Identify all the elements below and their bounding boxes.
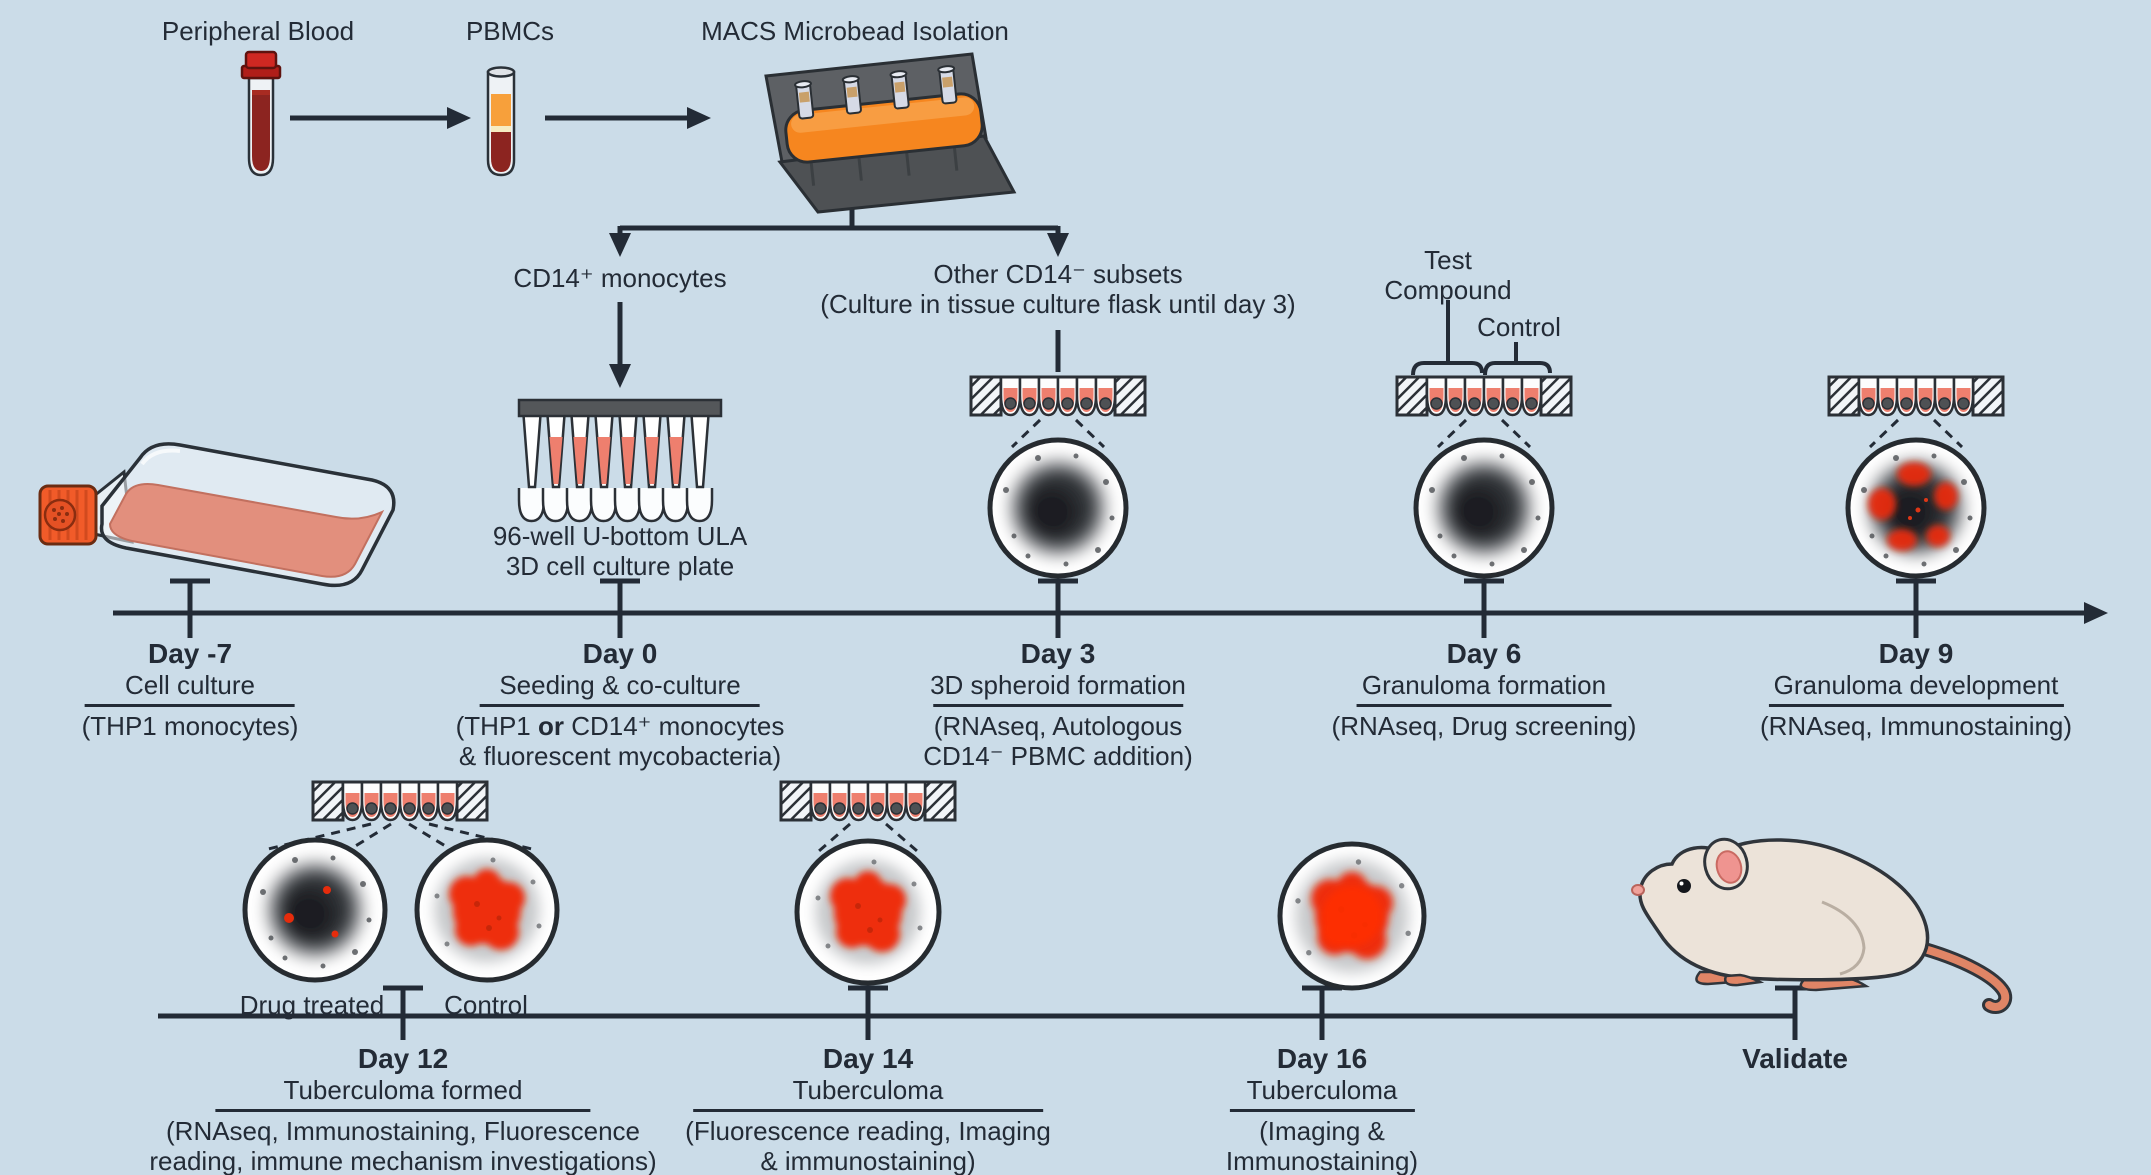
event-detail-line1: (Fluorescence reading, Imaging	[685, 1116, 1051, 1146]
event-detail-line1: (RNAseq, Autologous	[933, 711, 1183, 741]
event-title: Seeding & co-culture	[499, 670, 741, 700]
event-title: 3D spheroid formation	[930, 670, 1186, 700]
control-label-bottom: Control	[444, 990, 528, 1020]
timeline-event-day-12: Day 12 Tuberculoma formed (RNAseq, Immun…	[149, 1042, 656, 1175]
well-strip-icon	[313, 782, 487, 820]
cd14-negative-line1: Other CD14⁻ subsets	[933, 259, 1183, 289]
event-title: Tuberculoma formed	[283, 1075, 523, 1105]
event-title: Granuloma formation	[1361, 670, 1607, 700]
event-detail-line1: (THP1 monocytes)	[81, 711, 299, 741]
test-compound-line2: Compound	[1384, 275, 1512, 305]
event-detail-line1: (RNAseq, Drug screening)	[1331, 711, 1637, 741]
day-label: Day -7	[147, 638, 233, 669]
title-divider	[84, 704, 295, 707]
pbmc-tube-icon	[486, 66, 516, 177]
title-divider	[1229, 1109, 1415, 1112]
timeline-2	[158, 985, 1815, 1040]
cd14-negative-label: Other CD14⁻ subsets (Culture in tissue c…	[820, 259, 1295, 319]
drug-treated-label: Drug treated	[239, 990, 385, 1020]
title-divider	[933, 704, 1183, 707]
event-title: Tuberculoma	[792, 1075, 944, 1105]
title-divider	[1768, 704, 2064, 707]
peripheral-blood-label: Peripheral Blood	[161, 16, 355, 46]
control-label-top: Control	[1477, 312, 1561, 342]
detail-bold: or	[537, 711, 564, 741]
day-label: Day 14	[822, 1043, 914, 1074]
timeline-event-day-14: Day 14 Tuberculoma (Fluorescence reading…	[685, 1042, 1051, 1175]
day-label: Day 6	[1446, 638, 1522, 669]
timeline-event-day-minus7: Day -7 Cell culture (THP1 monocytes)	[82, 637, 299, 741]
event-detail-line1: (Imaging &	[1259, 1116, 1385, 1146]
detail-pre: (THP1	[455, 711, 538, 741]
multichannel-pipette-icon	[517, 398, 723, 523]
day-label: Day 16	[1276, 1043, 1368, 1074]
timeline-event-validate: Validate	[1742, 1042, 1848, 1075]
cd14-positive-label: CD14⁺ monocytes	[513, 263, 727, 293]
mouse-icon	[1631, 837, 2013, 1014]
timeline-event-day-9: Day 9 Granuloma development (RNAseq, Imm…	[1760, 637, 2072, 741]
magnification-dashes	[263, 418, 1964, 853]
timeline-event-day-6: Day 6 Granuloma formation (RNAseq, Drug …	[1332, 637, 1637, 741]
detail-mid: CD14⁺ monocytes	[563, 711, 785, 741]
event-title: Tuberculoma	[1246, 1075, 1398, 1105]
event-detail-line2: reading, immune mechanism investigations…	[149, 1146, 657, 1175]
timeline-1	[113, 578, 2108, 638]
well-strip-icon	[971, 377, 1145, 415]
event-detail-line2: & immunostaining)	[760, 1146, 976, 1175]
spheroid-micrograph-icon	[242, 837, 388, 983]
spheroid-micrograph-icon	[987, 437, 1129, 579]
title-divider	[692, 1109, 1043, 1112]
pbmcs-label: PBMCs	[465, 16, 555, 46]
event-detail-line2: Immunostaining)	[1225, 1146, 1419, 1175]
spheroid-micrograph-icon	[414, 837, 560, 983]
event-title: Cell culture	[124, 670, 256, 700]
day-label: Day 0	[582, 638, 658, 669]
spheroid-micrograph-icon	[794, 838, 942, 986]
macs-separator-icon	[764, 52, 1017, 214]
well-strip-icon	[1829, 377, 2003, 415]
plate-label-line2: 3D cell culture plate	[505, 551, 735, 581]
title-divider	[480, 704, 760, 707]
spheroid-micrograph-icon	[1277, 841, 1427, 991]
event-detail-line2: & fluorescent mycobacteria)	[458, 741, 782, 771]
event-title: Granuloma development	[1773, 670, 2059, 700]
plate-label: 96-well U-bottom ULA 3D cell culture pla…	[493, 521, 747, 581]
test-compound-line1: Test	[1424, 245, 1472, 275]
flow-connectors	[290, 107, 1069, 388]
test-compound-label: Test Compound	[1384, 245, 1511, 305]
event-detail-line1: (RNAseq, Immunostaining, Fluorescence	[166, 1116, 640, 1146]
well-strip-icon	[1397, 377, 1571, 415]
culture-flask-icon	[38, 442, 396, 588]
spheroid-micrograph-icon	[1845, 437, 1987, 579]
day-label: Day 12	[357, 1043, 449, 1074]
spheroid-micrograph-icon	[1413, 437, 1555, 579]
day-label: Day 9	[1878, 638, 1954, 669]
event-detail-line2: CD14⁻ PBMC addition)	[923, 741, 1193, 771]
compound-brackets	[1411, 300, 1552, 376]
macs-isolation-label: MACS Microbead Isolation	[701, 16, 1009, 46]
timeline-event-day-0: Day 0 Seeding & co-culture (THP1 or CD14…	[456, 637, 785, 771]
title-divider	[1356, 704, 1612, 707]
blood-tube-icon	[240, 50, 282, 177]
day-label: Day 3	[1020, 638, 1096, 669]
timeline-event-day-3: Day 3 3D spheroid formation (RNAseq, Aut…	[923, 637, 1193, 771]
day-label: Validate	[1742, 1043, 1848, 1074]
cd14-negative-line2: (Culture in tissue culture flask until d…	[820, 289, 1296, 319]
title-divider	[215, 1109, 591, 1112]
well-strip-icon	[781, 782, 955, 820]
event-detail-line1: (RNAseq, Immunostaining)	[1759, 711, 2073, 741]
plate-label-line1: 96-well U-bottom ULA	[492, 521, 748, 551]
timeline-event-day-16: Day 16 Tuberculoma (Imaging & Immunostai…	[1226, 1042, 1418, 1175]
event-detail-line1: (THP1 or CD14⁺ monocytes	[456, 711, 785, 741]
